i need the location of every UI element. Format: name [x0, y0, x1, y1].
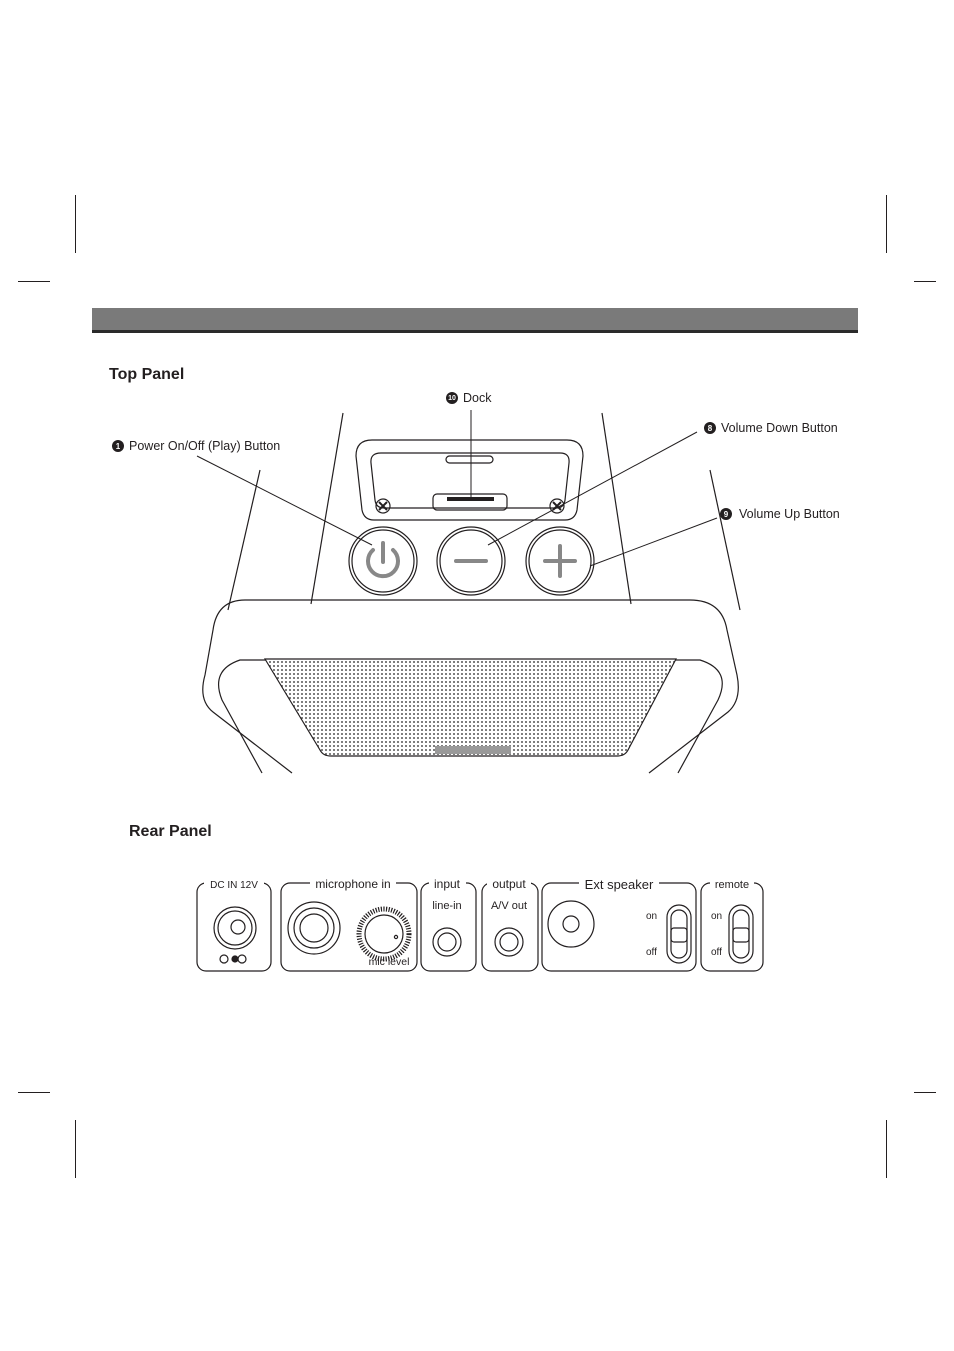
leader-lines — [196, 410, 718, 567]
crop-mark — [18, 1092, 50, 1093]
callout-volume-down: 8 Volume Down Button — [704, 421, 838, 435]
header-bar — [92, 308, 858, 333]
callout-power-button: 1 Power On/Off (Play) Button — [112, 439, 280, 453]
volume-up-button — [525, 526, 595, 596]
crop-mark — [75, 195, 76, 253]
power-button — [348, 526, 418, 596]
crop-mark — [914, 281, 936, 282]
top-panel-title: Top Panel — [109, 366, 185, 383]
screw — [375, 498, 391, 514]
callout-dock: 10 Dock — [446, 391, 491, 405]
crop-mark — [914, 1092, 936, 1093]
crop-mark — [75, 1120, 76, 1178]
callout-label: Dock — [463, 391, 492, 405]
callout-number: 10 — [446, 392, 458, 404]
body-outline — [709, 469, 741, 611]
speaker-front — [202, 599, 739, 774]
body-outline — [310, 412, 344, 605]
callout-label: Volume Down Button — [721, 421, 838, 435]
crop-mark — [886, 1120, 887, 1178]
volume-down-button — [436, 526, 506, 596]
crop-mark — [886, 195, 887, 253]
body-outline — [601, 412, 632, 605]
callout-number: 1 — [112, 440, 124, 452]
crop-mark — [18, 281, 50, 282]
callout-number: 8 — [704, 422, 716, 434]
rear-panel-title: Rear Panel — [129, 823, 212, 840]
callout-number: 9 — [720, 508, 732, 520]
callout-volume-up: 9 Volume Up Button — [720, 507, 840, 521]
callout-label: Volume Up Button — [739, 507, 840, 521]
callout-label: Power On/Off (Play) Button — [129, 439, 281, 453]
body-outline — [227, 469, 261, 611]
